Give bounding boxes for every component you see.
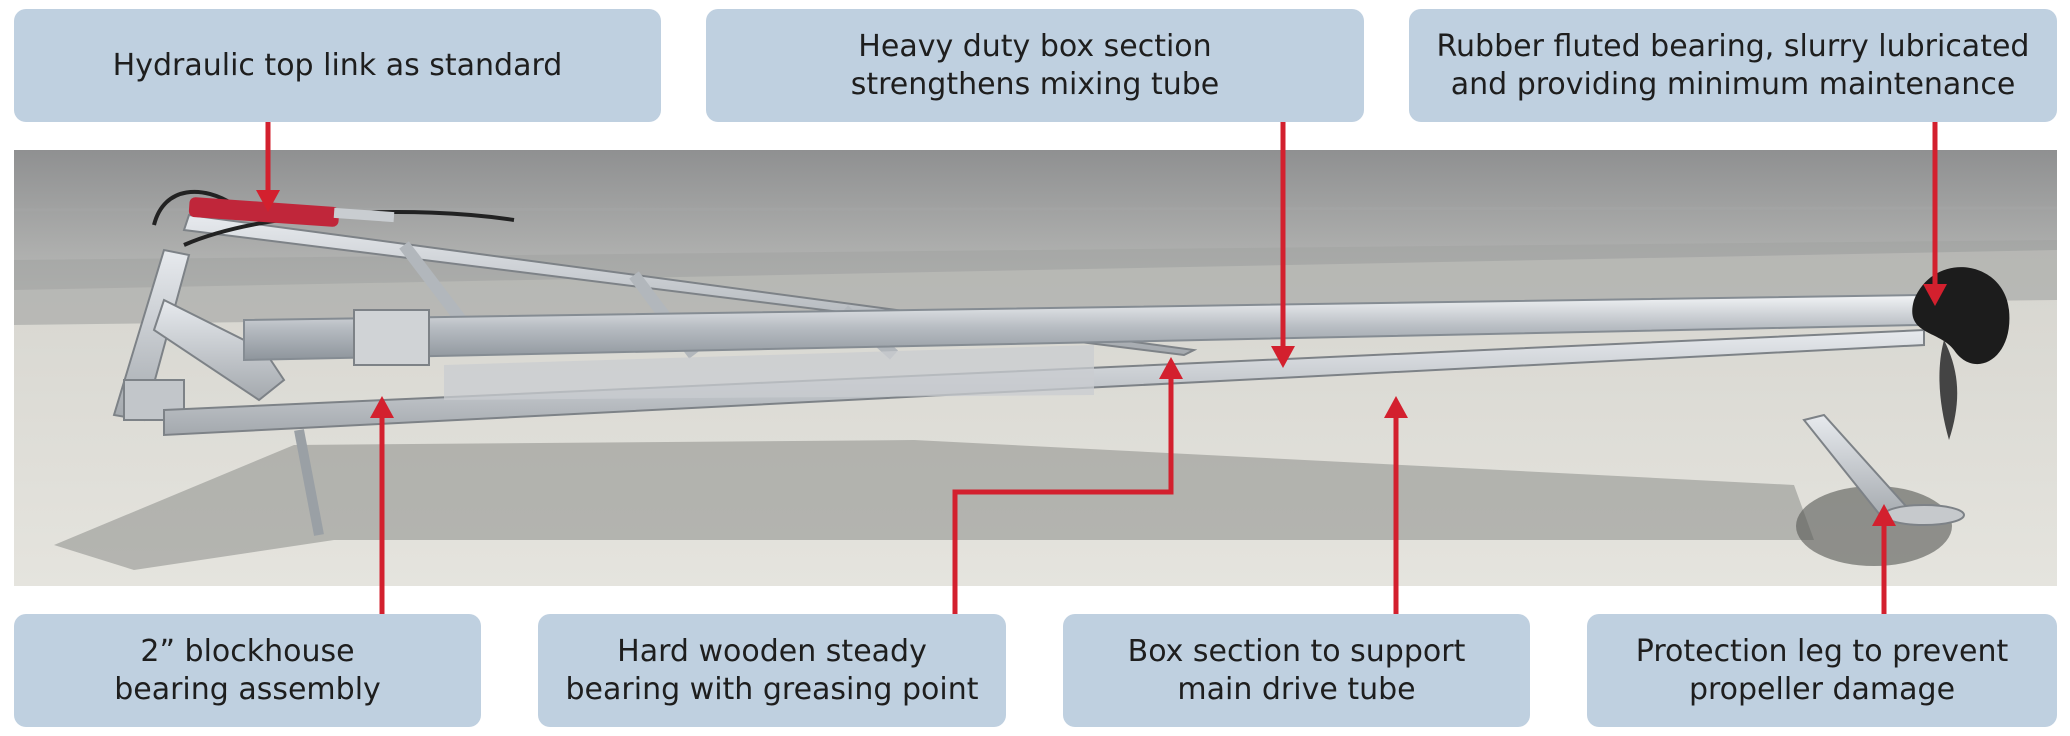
callout-text: Hard wooden steady bearing with greasing… [565,633,979,707]
callout-heavy-duty-box-section: Heavy duty box section strengthens mixin… [706,9,1364,122]
callout-blockhouse-bearing: 2” blockhouse bearing assembly [14,614,481,727]
callout-rubber-fluted-bearing: Rubber fluted bearing, slurry lubricated… [1409,9,2057,122]
mixer-photo [14,150,2057,586]
callout-text: 2” blockhouse bearing assembly [114,633,381,707]
callout-text: Box section to support main drive tube [1127,633,1466,707]
callout-box-section-drive: Box section to support main drive tube [1063,614,1530,727]
callout-wooden-steady-bearing: Hard wooden steady bearing with greasing… [538,614,1006,727]
callout-text: Heavy duty box section strengthens mixin… [850,28,1220,102]
callout-protection-leg: Protection leg to prevent propeller dama… [1587,614,2057,727]
callout-text: Protection leg to prevent propeller dama… [1635,633,2009,707]
callout-text: Hydraulic top link as standard [112,47,563,83]
callout-text: Rubber fluted bearing, slurry lubricated… [1436,28,2030,102]
callout-hydraulic-top-link: Hydraulic top link as standard [14,9,661,122]
